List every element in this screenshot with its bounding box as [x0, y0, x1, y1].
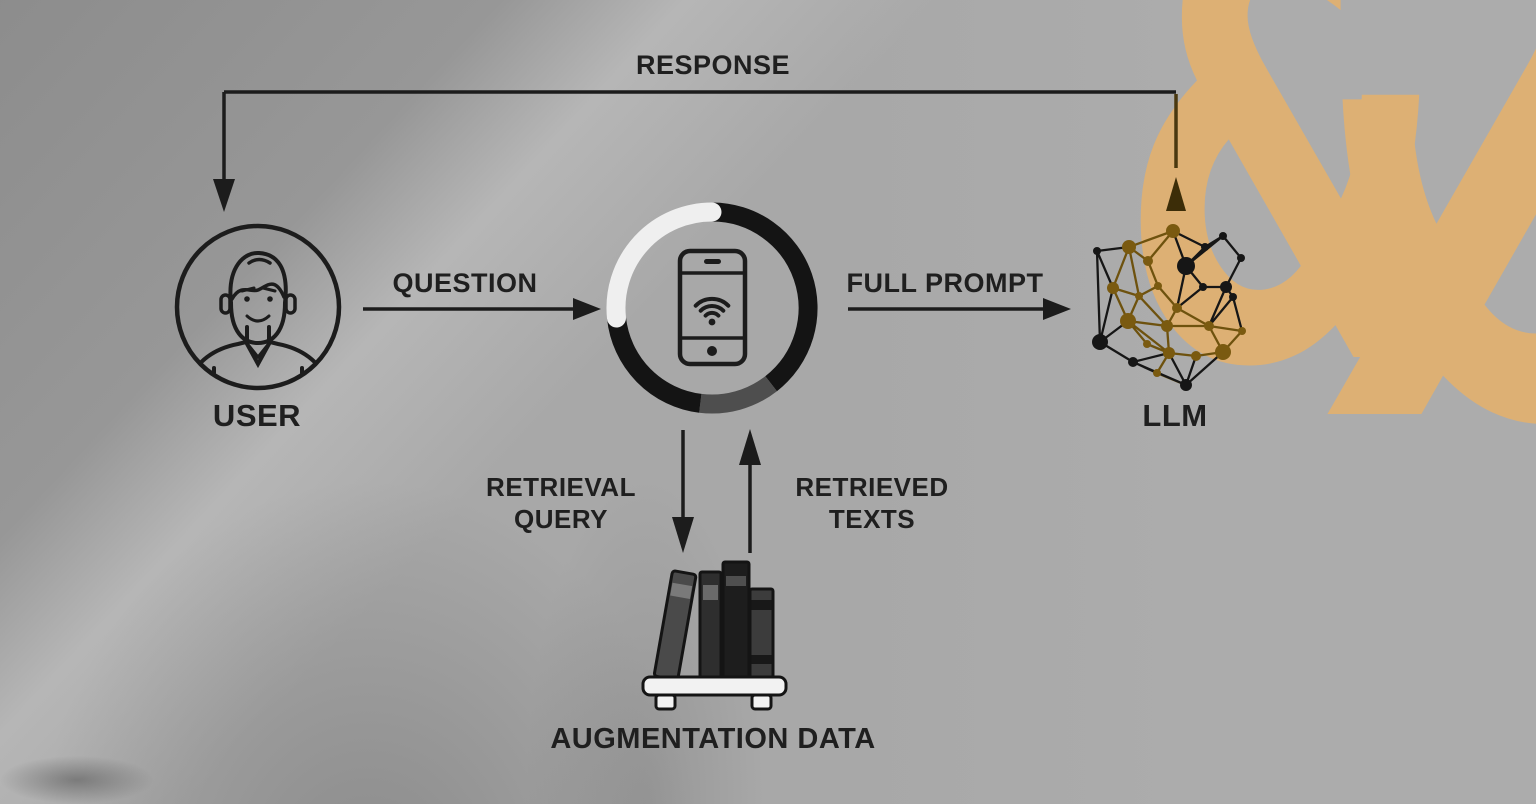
- full-prompt-arrow: [848, 298, 1071, 320]
- question-arrow: [363, 298, 601, 320]
- response-arrowhead-down: [213, 179, 235, 212]
- loading-ring-icon: [606, 202, 818, 414]
- user-label: USER: [212, 398, 302, 433]
- retrieved-texts-arrow: [739, 429, 761, 553]
- question-label: QUESTION: [392, 268, 538, 298]
- retrieved-texts-label: RETRIEVED TEXTS: [795, 472, 949, 534]
- bookshelf-icon: [641, 560, 788, 711]
- llm-label: LLM: [1142, 398, 1208, 433]
- wifi-icon: [693, 296, 731, 326]
- full-prompt-label: FULL PROMPT: [846, 268, 1044, 298]
- response-arrowhead-up: [1166, 177, 1186, 211]
- smartphone-icon: [677, 248, 748, 367]
- retrieval-query-label: RETRIEVAL QUERY: [486, 472, 636, 534]
- augmentation-data-label: AUGMENTATION DATA: [550, 723, 876, 755]
- retrieval-query-arrow: [672, 430, 694, 553]
- neural-network-icon: [1092, 224, 1246, 391]
- response-arrow: [222, 90, 1178, 180]
- user-avatar-icon: [174, 223, 342, 391]
- response-label: RESPONSE: [635, 50, 791, 80]
